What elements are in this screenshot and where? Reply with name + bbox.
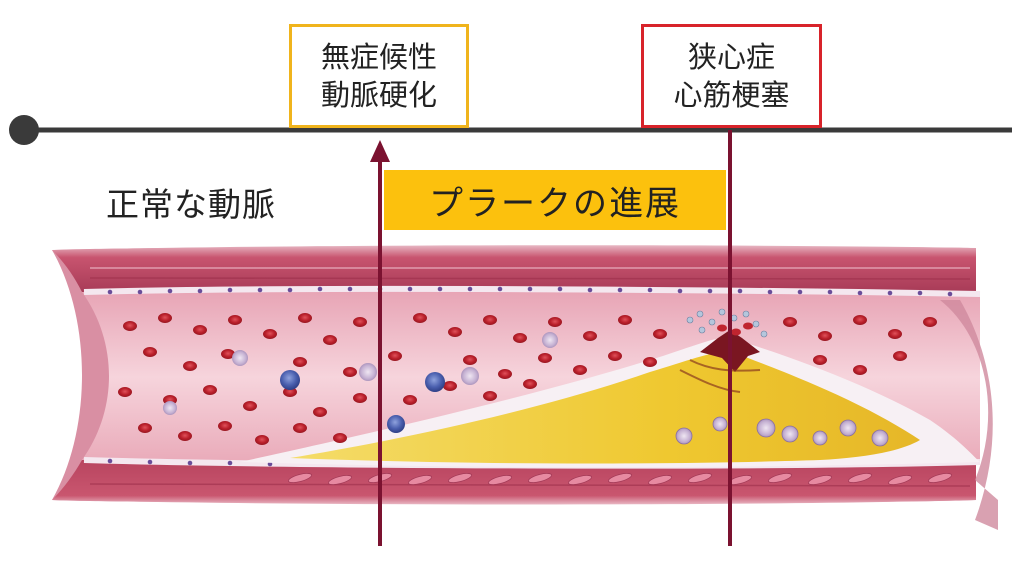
red-blood-cells — [118, 313, 937, 445]
up-arrow-icon — [370, 140, 390, 162]
stage-label-angina-line1: 狭心症 — [687, 40, 775, 74]
timeline — [9, 115, 1012, 145]
marker-asymptomatic-line — [370, 140, 390, 546]
artery-wall-bottom — [52, 460, 976, 505]
white-blood-cells — [163, 332, 558, 433]
plaque-banner-bg — [384, 170, 726, 230]
stage-label-angina-line2: 心筋梗塞 — [673, 78, 790, 112]
stage-label-angina: 狭心症 心筋梗塞 — [641, 24, 822, 128]
timeline-start-dot — [9, 115, 39, 145]
artery-wall-top — [52, 245, 976, 294]
plaque-progression-label: プラークの進展 — [429, 183, 681, 224]
plaque — [240, 308, 980, 468]
stage-label-asymptomatic-line1: 無症候性 — [320, 40, 437, 74]
normal-artery-label: 正常な動脈 — [106, 185, 276, 224]
stage-label-asymptomatic-line2: 動脈硬化 — [320, 78, 437, 112]
stage-label-asymptomatic: 無症候性 動脈硬化 — [289, 24, 469, 128]
